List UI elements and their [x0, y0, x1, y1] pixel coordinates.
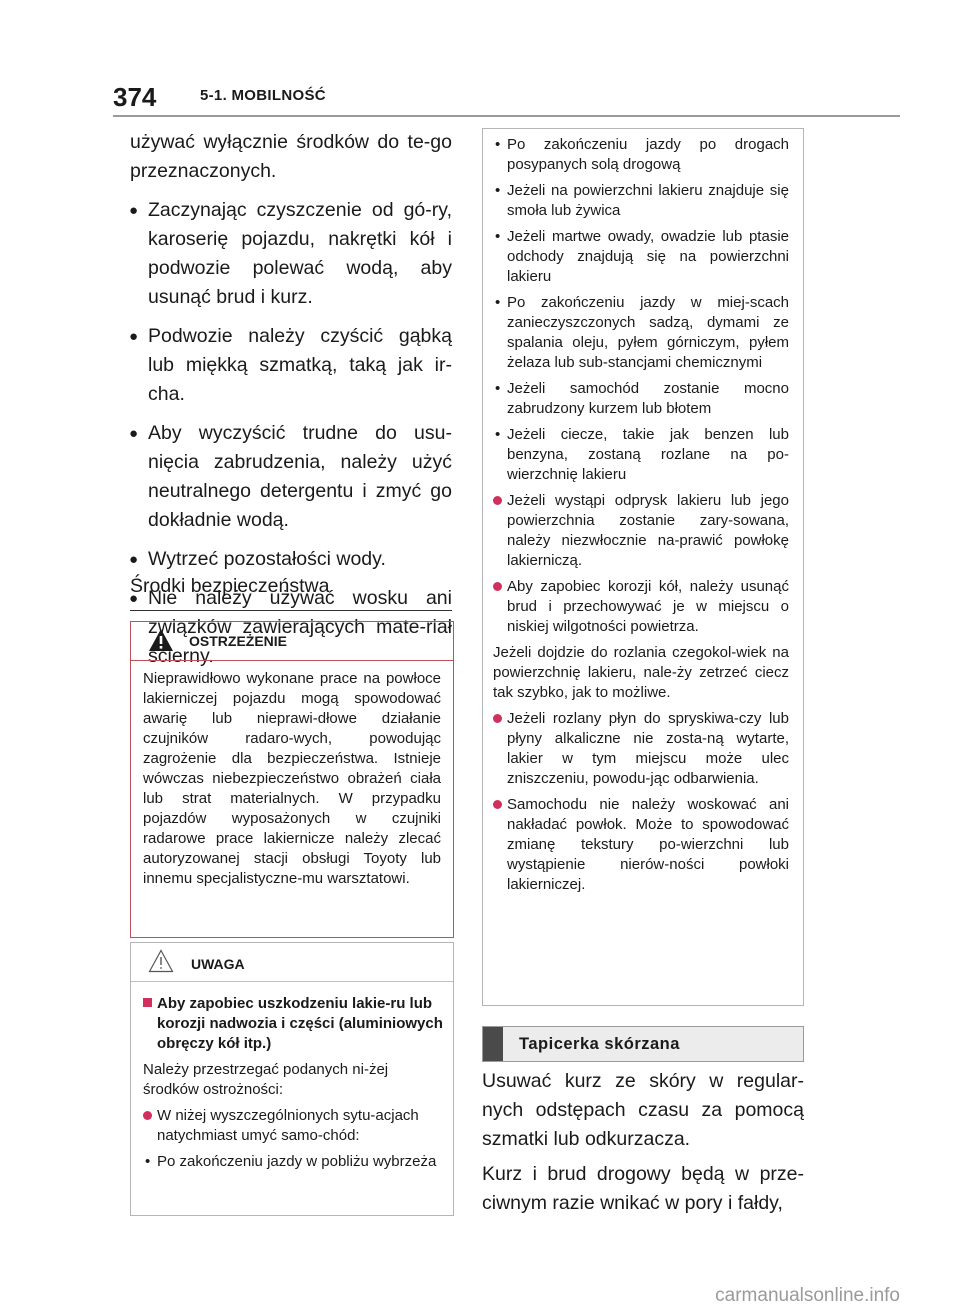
small-bullet-icon: •	[495, 294, 501, 311]
list-item: •Jeżeli ciecze, takie jak benzen lub ben…	[495, 426, 789, 483]
upholstery-paragraph-1: Usuwać kurz ze skóry w regular-nych odst…	[482, 1070, 804, 1150]
list-item: •Jeżeli samochód zostanie mocno zabrudzo…	[495, 380, 789, 417]
notice-continued-body: •Po zakończeniu jazdy po drogach posypan…	[483, 129, 803, 895]
section-title: 5-1. MOBILNOŚĆ	[200, 87, 326, 104]
header-rule	[113, 115, 900, 117]
list-item: •Jeżeli martwe owady, owadzie lub ptasie…	[495, 228, 789, 285]
watermark: carmanualsonline.info	[715, 1285, 900, 1306]
bullet-icon: ●	[129, 590, 139, 607]
small-bullet-icon: •	[145, 1153, 151, 1170]
list-item: Aby zapobiec korozji kół, należy usunąć …	[493, 577, 789, 637]
warning-label: OSTRZEŻENIE	[189, 633, 288, 649]
bullet-icon	[493, 714, 502, 723]
list-item: ●Aby wyczyścić trudne do usu-nięcia zabr…	[129, 419, 452, 535]
notice-body: Aby zapobiec uszkodzeniu lakie-ru lub ko…	[131, 982, 453, 1172]
notice-header: UWAGA	[131, 943, 453, 982]
intro-text: używać wyłącznie środków do te-go przezn…	[130, 131, 452, 182]
list-item: W niżej wyszczególnionych sytu-acjach na…	[143, 1106, 443, 1146]
page-number: 374	[113, 82, 157, 112]
left-column: używać wyłącznie środków do te-go przezn…	[129, 128, 452, 681]
notice-paragraph: Jeżeli dojdzie do rozlania czegokol-wiek…	[493, 644, 789, 701]
list-item: •Jeżeli na powierzchni lakieru znajduje …	[495, 182, 789, 219]
upholstery-title: Tapicerka skórzana	[519, 1035, 680, 1053]
bullet-icon	[493, 582, 502, 591]
list-item: ●Podwozie należy czyścić gąbką lub miękk…	[129, 322, 452, 409]
warning-text: Nieprawidłowo wykonane prace na powłoce …	[143, 670, 441, 887]
warning-triangle-icon	[149, 629, 173, 651]
list-item: ●Wytrzeć pozostałości wody.	[129, 545, 452, 574]
list-item: •Po zakończeniu jazdy w miej-scach zanie…	[495, 294, 789, 371]
bullet-icon: ●	[129, 202, 139, 219]
list-item: ●Zaczynając czyszczenie od gó-ry, karose…	[129, 196, 452, 312]
small-bullet-icon: •	[495, 136, 501, 153]
safety-heading: Środki bezpieczeństwa	[130, 575, 452, 611]
bullet-icon	[493, 496, 502, 505]
warning-header: OSTRZEŻENIE	[131, 622, 453, 661]
notice-box: UWAGA Aby zapobiec uszkodzeniu lakie-ru …	[130, 942, 454, 1216]
bullet-icon: ●	[129, 425, 139, 442]
list-item: •Po zakończeniu jazdy po drogach posypan…	[495, 136, 789, 173]
notice-intro: Należy przestrzegać podanych ni-żej środ…	[143, 1061, 389, 1098]
list-item: Samochodu nie należy woskować ani nakład…	[493, 795, 789, 895]
caution-triangle-icon	[148, 949, 174, 973]
notice-continued-box: •Po zakończeniu jazdy po drogach posypan…	[482, 128, 804, 1006]
bullet-icon	[143, 1111, 152, 1120]
small-bullet-icon: •	[495, 426, 501, 443]
square-bullet-icon	[143, 998, 152, 1007]
notice-title: Aby zapobiec uszkodzeniu lakie-ru lub ko…	[143, 994, 443, 1054]
upholstery-paragraph-2: Kurz i brud drogowy będą w prze-ciwnym r…	[482, 1163, 804, 1214]
list-item: Jeżeli rozlany płyn do spryskiwa-czy lub…	[493, 709, 789, 789]
small-bullet-icon: •	[495, 228, 501, 245]
list-item: Jeżeli wystąpi odprysk lakieru lub jego …	[493, 491, 789, 571]
upholstery-heading: Tapicerka skórzana	[482, 1026, 804, 1062]
list-item: •Po zakończeniu jazdy w pobliżu wybrzeża	[145, 1153, 437, 1170]
small-bullet-icon: •	[495, 380, 501, 397]
notice-label: UWAGA	[191, 956, 245, 972]
warning-box: OSTRZEŻENIE Nieprawidłowo wykonane prace…	[130, 621, 454, 938]
heading-bar	[483, 1027, 503, 1061]
bullet-icon: ●	[129, 551, 139, 568]
bullet-icon	[493, 800, 502, 809]
small-bullet-icon: •	[495, 182, 501, 199]
bullet-icon: ●	[129, 328, 139, 345]
